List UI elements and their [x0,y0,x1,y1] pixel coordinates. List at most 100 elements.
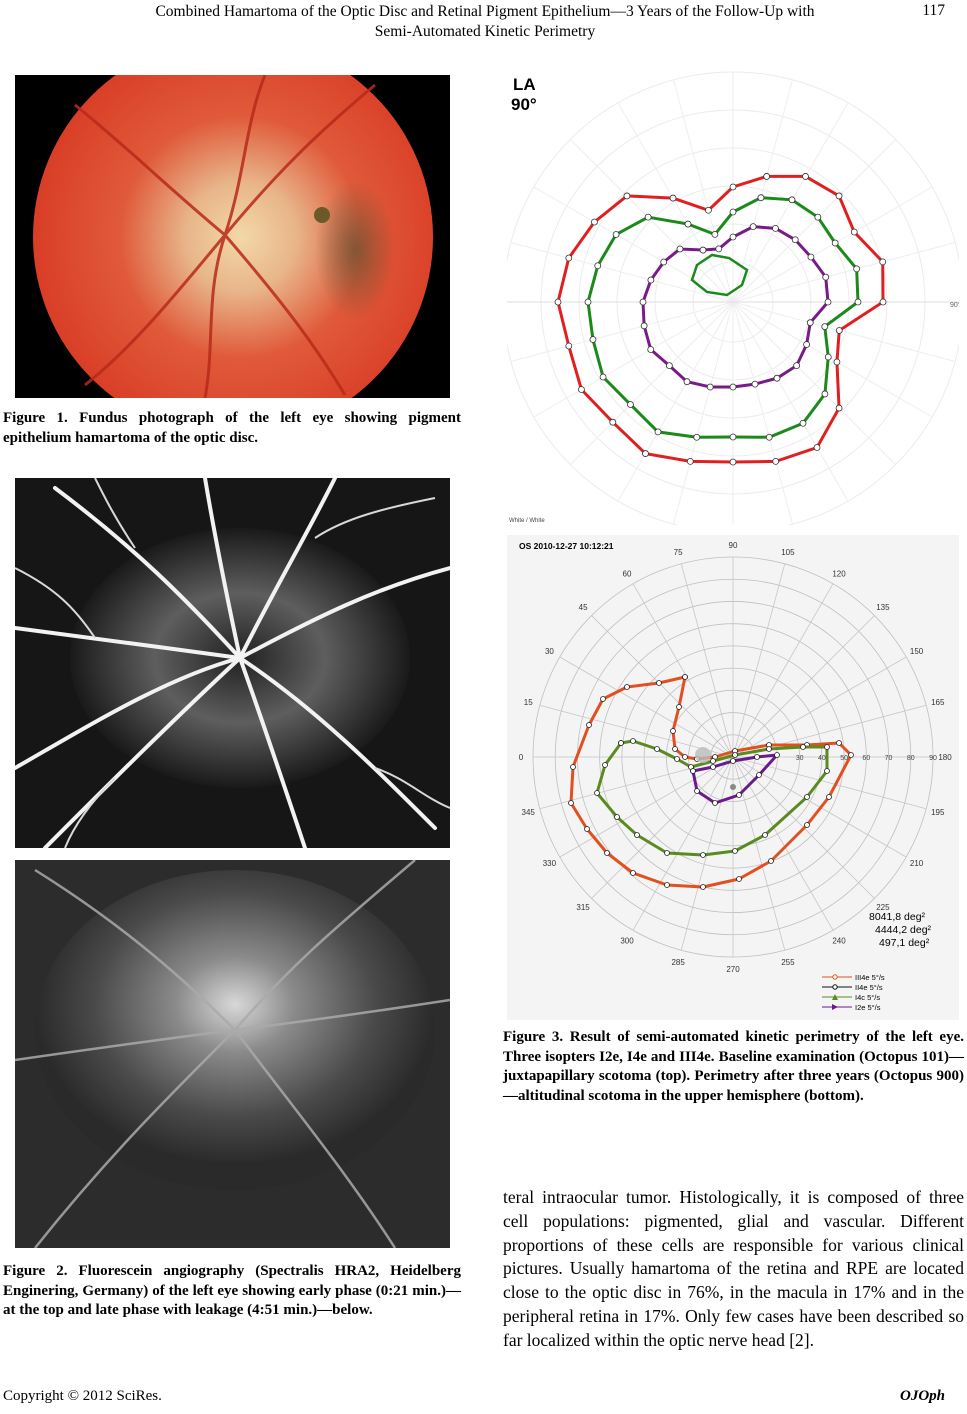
angle-label: 90 [729,541,738,550]
body-paragraph: teral intraocular tumor. Histologically,… [503,1187,964,1350]
isopter-point [710,758,716,764]
isopter-point [699,246,707,254]
isopter-point [676,704,682,710]
isopter-point [826,794,832,800]
isopter-point [600,696,606,702]
isopter-point [683,378,691,386]
isopter-point [664,882,670,888]
angle-label: 120 [832,569,846,578]
running-head-line2: Semi-Automated Kinetic Perimetry [374,23,596,40]
isopter-point [700,884,706,890]
angle-label: 30 [545,647,554,656]
running-head-line1: Combined Hamartoma of the Optic Disc and… [155,3,815,20]
copyright: Copyright © 2012 SciRes. [3,1388,162,1404]
isopter-point [609,418,617,426]
isopter-point [712,800,718,806]
isopter-point [710,764,716,770]
isopter-point [656,680,662,686]
isopter-point [768,858,774,864]
isopter-point [835,192,843,200]
isopter-point [654,746,660,752]
isopter-point [568,800,574,806]
area-value-1: 8041,8 deg² [869,911,926,923]
isopter-point [565,254,573,262]
baseline-perimetry-plot [507,71,959,525]
isopter-point [660,258,668,266]
isopter-point [813,444,821,451]
isopter-point [762,832,768,838]
grid-spoke [617,102,734,303]
isopter-point [800,744,806,750]
angle-label: 75 [674,548,683,557]
angle-label: 180 [938,753,952,762]
grid-spoke [732,615,875,758]
isopter-point [821,390,829,398]
figure3-caption: Figure 3. Result of semi-automated kinet… [503,1029,964,1104]
eccentricity-label: 80 [907,755,915,762]
isopter-point [765,433,773,441]
eccentricity-label: 40 [818,755,826,762]
isopter-point [736,876,742,882]
isopter-point [670,728,676,734]
isopter-point [686,457,694,465]
isopter-point [612,231,620,238]
exam-header: OS 2010-12-27 10:12:21 [519,541,614,551]
isopter-point [793,362,801,370]
isopter-point [682,674,688,680]
isopter-III4e [569,675,853,889]
isopter-point [614,814,620,820]
isopter-point [879,258,887,266]
angle-label: 270 [726,965,740,974]
isopter-point [824,298,832,306]
isopter-point [693,433,701,441]
eccentricity-label: 50 [840,755,848,762]
right-degree-label: 90° [950,301,959,309]
legend-item-II4e: II4e 5°/s [855,983,883,992]
angle-label: 225 [876,903,890,912]
isopter-point [799,419,807,427]
isopter-point [578,386,585,393]
grid-spoke [533,186,734,303]
isopter-point [821,323,829,330]
angle-label: 255 [781,958,795,967]
grid-spoke [680,563,734,758]
isopter-point [682,754,688,760]
isopter-point [594,790,600,796]
isopter-point [772,457,780,465]
legend: III4e 5°/s II4e 5°/s I4c 5°/s I2e 5°/s [822,973,885,1012]
isopter-point [732,848,738,854]
isopter-point [822,273,830,281]
isopters [568,674,854,890]
angle-label: 60 [623,569,632,578]
angle-labels: 9075604530150345330315300285270255240225… [519,541,952,974]
isopter-point [754,754,760,760]
grid-spoke [533,301,734,418]
isopter-point [711,230,719,238]
angle-label: 105 [781,548,795,557]
isopter-point [772,224,779,232]
isopter-point [706,383,714,391]
grid-spoke [732,301,794,525]
isopter-point [751,380,759,388]
isopter-point [749,223,757,231]
isopter-point [729,233,737,241]
isopter-point [804,794,810,800]
grid-spoke [732,756,927,810]
isopter-point [774,752,780,758]
angle-label: 315 [576,903,590,912]
isopter-point [630,870,636,876]
isopter-point [624,684,630,690]
journal-name: OJOph [899,1388,945,1404]
isopter-point [736,792,742,798]
isopter-point [730,758,736,764]
grid-spoke [591,756,734,899]
isopter-point [806,319,814,327]
legend-item-III4e: III4e 5°/s [855,973,885,982]
isopter-point [791,236,799,244]
isopter-point [788,196,796,204]
eccentricity-label: 70 [885,755,893,762]
blind-spot [695,747,711,763]
isopter-point [729,383,737,391]
isopter-point [665,362,673,370]
